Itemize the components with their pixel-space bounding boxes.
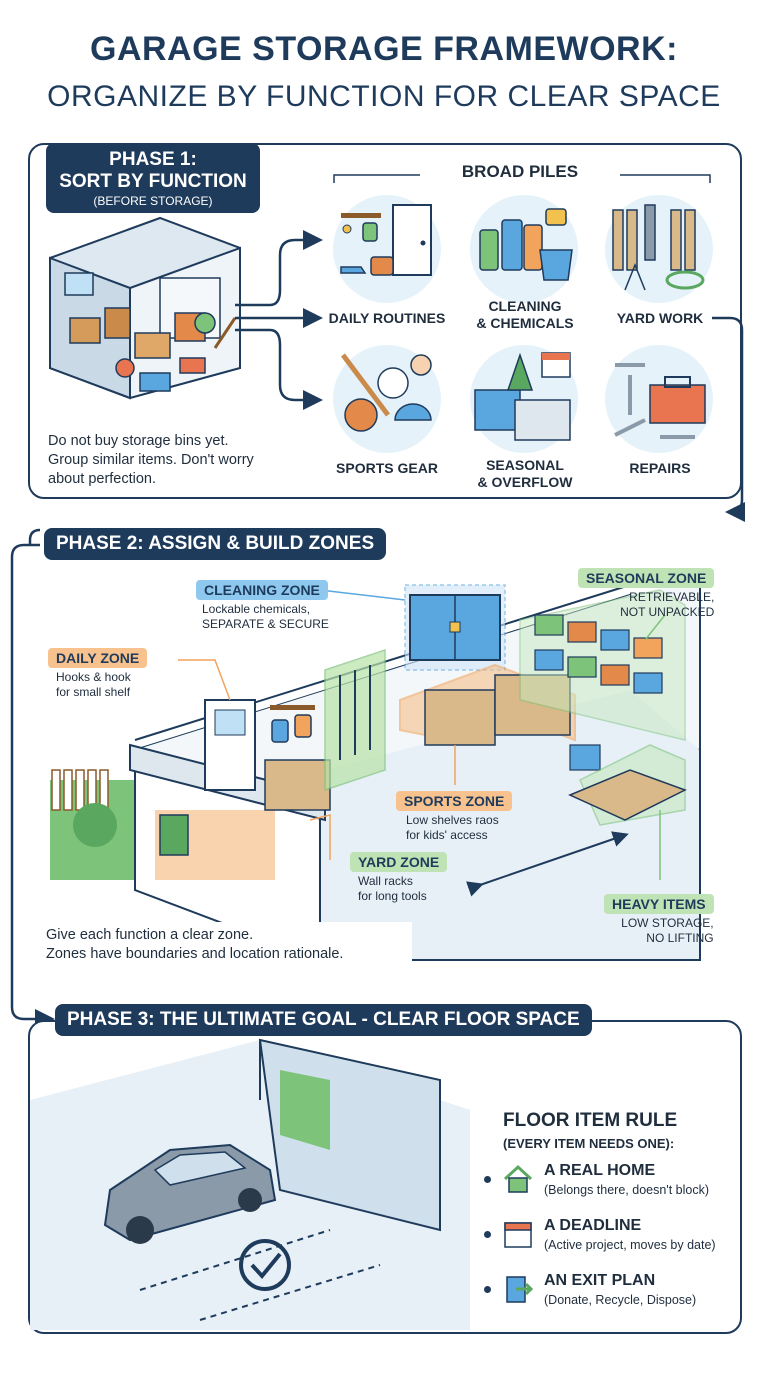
seasonal-zone-callout: SEASONAL ZONE RETRIEVABLE, NOT UNPACKED (578, 568, 715, 620)
daily-zone-label: DAILY ZONE (48, 648, 148, 668)
phase1-badge-line3: (BEFORE STORAGE) (93, 194, 213, 208)
phase1-badge: PHASE 1: SORT BY FUNCTION (BEFORE STORAG… (46, 143, 260, 213)
phase1-badge-line2: SORT BY FUNCTION (59, 171, 247, 192)
messy-garage-illustration (49, 216, 241, 400)
broad-piles-heading: BROAD PILES (420, 162, 620, 182)
bullet (484, 1176, 491, 1183)
pile-label-yard-work: YARD WORK (616, 310, 704, 326)
clear-garage-illustration (30, 1038, 470, 1330)
daily-routines-icon (340, 204, 432, 276)
floor-rule-heading: FLOOR ITEM RULE (503, 1110, 678, 1131)
sports-zone-callout: SPORTS ZONE Low shelves raos for kids' a… (396, 791, 513, 843)
phase2-badge: PHASE 2: ASSIGN & BUILD ZONES (44, 528, 387, 560)
rule-exit-plan-title: AN EXIT PLAN (544, 1272, 656, 1289)
main-title: GARAGE STORAGE FRAMEWORK: (90, 30, 678, 68)
heavy-items-callout: HEAVY ITEMS LOW STORAGE, NO LIFTING (604, 894, 714, 946)
seasonal-zone-label: SEASONAL ZONE (578, 568, 715, 588)
heavy-items-desc: LOW STORAGE, NO LIFTING (621, 916, 714, 945)
bullet (484, 1286, 491, 1293)
bullet (484, 1231, 491, 1238)
floor-rule-subheading: (EVERY ITEM NEEDS ONE): (503, 1136, 675, 1151)
rule-exit-plan-text: (Donate, Recycle, Dispose) (544, 1293, 697, 1307)
house-icon (503, 1164, 533, 1193)
sports-zone-label: SPORTS ZONE (396, 791, 513, 811)
seasonal-overflow-icon (474, 352, 571, 441)
yard-zone-label: YARD ZONE (350, 852, 448, 872)
yard-zone-desc: Wall racks for long tools (358, 874, 427, 903)
seasonal-zone-desc: RETRIEVABLE, NOT UNPACKED (620, 590, 715, 619)
cleaning-zone-callout: CLEANING ZONE Lockable chemicals, SEPARA… (196, 580, 329, 632)
pile-label-daily-routines: DAILY ROUTINES (328, 310, 446, 326)
phase1-badge-line1: PHASE 1: (109, 149, 197, 170)
cleaning-zone-label: CLEANING ZONE (196, 580, 328, 600)
phase2-frame (10, 528, 55, 1029)
cleaning-zone-desc: Lockable chemicals, SEPARATE & SECURE (202, 602, 329, 631)
main-subtitle: ORGANIZE BY FUNCTION FOR CLEAR SPACE (47, 80, 721, 113)
calendar-icon (504, 1222, 532, 1248)
rule-real-home-text: (Belongs there, doesn't block) (544, 1183, 709, 1197)
exit-door-icon (506, 1276, 534, 1303)
daily-zone-desc: Hooks & hook for small shelf (56, 670, 131, 699)
zoned-garage-illustration (50, 574, 701, 962)
pile-label-cleaning: CLEANING & CHEMICALS (476, 298, 574, 331)
pile-label-repairs: REPAIRS (629, 460, 691, 476)
sports-gear-icon (341, 353, 432, 432)
sort-arrows (235, 174, 746, 522)
yard-work-icon (612, 204, 705, 291)
rule-deadline-title: A DEADLINE (544, 1217, 642, 1234)
repairs-icon (614, 363, 706, 439)
sports-zone-desc: Low shelves raos for kids' access (406, 813, 499, 842)
phase1-note: Do not buy storage bins yet. Group simil… (48, 433, 254, 487)
phase3-badge: PHASE 3: THE ULTIMATE GOAL - CLEAR FLOOR… (55, 1004, 592, 1036)
rule-deadline-text: (Active project, moves by date) (544, 1238, 716, 1252)
heavy-items-label: HEAVY ITEMS (604, 894, 714, 914)
phase2-note: Give each function a clear zone. Zones h… (40, 922, 412, 968)
yard-zone-callout: YARD ZONE Wall racks for long tools (350, 852, 448, 904)
daily-zone-callout: DAILY ZONE Hooks & hook for small shelf (48, 648, 148, 700)
cleaning-chemicals-icon (479, 208, 573, 281)
rule-real-home-title: A REAL HOME (544, 1162, 656, 1179)
pile-label-sports-gear: SPORTS GEAR (336, 460, 438, 476)
pile-label-seasonal: SEASONAL & OVERFLOW (477, 457, 573, 490)
